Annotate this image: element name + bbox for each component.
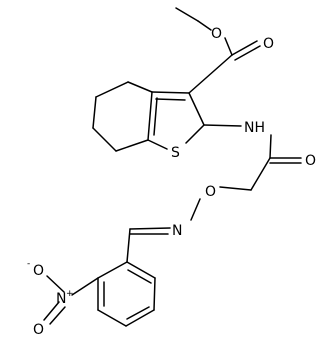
bond-s-c7a (147, 139, 168, 150)
bonds (43, 7, 302, 327)
bond-o-ester-c (224, 37, 233, 56)
bond-ester-c-carbonyl-o-b (234, 45, 261, 61)
bond-c7-c7a (115, 139, 149, 152)
atom-labels: O O NH S O O N N + O - O (27, 26, 316, 338)
bond-ar1-ar2-inner (127, 269, 152, 284)
bond-ester-c-c3 (188, 54, 233, 94)
bond-amide-c-ch2 (250, 157, 271, 191)
bond-ch3-ch2 (175, 7, 199, 22)
charge-nitro-n: + (66, 289, 74, 299)
bond-ar6-ar1 (97, 261, 128, 279)
atom-nitro-o-bottom: O (33, 322, 44, 338)
bond-c3-c2 (188, 92, 205, 126)
bond-c6-c7 (92, 127, 117, 152)
atom-thiophene-s: S (171, 145, 180, 161)
atom-ester-ether-o: O (211, 26, 222, 42)
bond-ch2-o (219, 186, 252, 191)
bond-o-n (190, 198, 201, 221)
bond-ch-aryl (126, 228, 131, 263)
bond-c3a-c3-b (155, 98, 186, 101)
bond-ar6-nitro-n (71, 277, 99, 296)
atom-oxime-n: N (172, 223, 182, 239)
atom-nitro-n: N (56, 291, 66, 307)
bond-nitro-n-o-bottom-a (43, 301, 60, 321)
atom-amide-nh: NH (244, 120, 265, 136)
bond-c5-c6 (92, 96, 97, 129)
bond-c7a-c3a-a (147, 91, 153, 141)
bond-c2-s (185, 124, 205, 144)
atom-oxime-ether-o: O (205, 184, 216, 200)
bond-c2-nh (203, 124, 242, 127)
bond-c7a-c3a-b (153, 97, 158, 136)
atom-ester-carbonyl-o: O (263, 36, 274, 52)
bond-nitro-n-o-bottom-b (49, 306, 66, 325)
bond-nitro-n-o-top (46, 275, 65, 293)
bond-ar4-ar5 (97, 309, 127, 327)
bond-n-ch-a (129, 227, 171, 230)
atom-nitro-o-top: O (33, 263, 44, 279)
bond-ester-c-carbonyl-o-a (231, 40, 258, 56)
bond-c3a-c3-a (151, 91, 190, 94)
bond-ch2-o (197, 20, 212, 31)
bond-ar3-ar4 (125, 309, 155, 327)
bond-c3a-c4 (127, 81, 153, 93)
charge-nitro-o-top: - (27, 259, 30, 269)
bond-ar3-ar4-inner (126, 306, 150, 320)
bond-ar1-ar2 (126, 261, 156, 279)
bond-ar2-ar3 (153, 277, 156, 311)
bond-nh-amide-c (269, 134, 272, 159)
atom-amide-carbonyl-o: O (305, 153, 316, 169)
bond-c4-c5 (95, 81, 129, 98)
